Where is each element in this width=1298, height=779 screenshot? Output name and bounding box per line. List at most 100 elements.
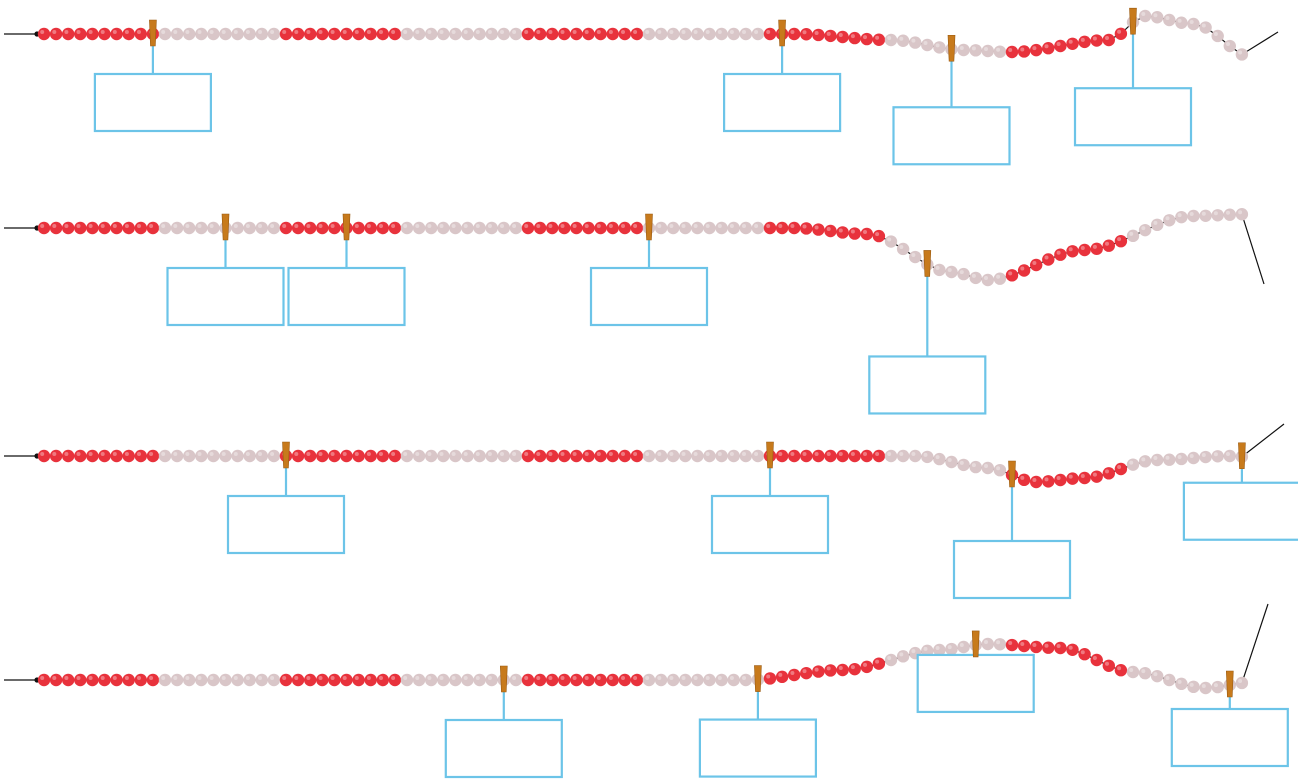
bead-highlight [1056, 42, 1061, 46]
bead-grey [485, 449, 498, 463]
bead-red [606, 673, 619, 687]
bead-grey [1163, 453, 1176, 466]
answer-box[interactable] [166, 266, 285, 327]
answer-box[interactable] [1073, 87, 1193, 147]
bead-grey [400, 673, 414, 687]
bead-highlight [863, 662, 867, 667]
bead-grey [170, 27, 184, 41]
bead-highlight [1153, 456, 1158, 460]
bead-highlight [887, 36, 892, 40]
answer-box[interactable] [1170, 707, 1289, 768]
bead-red [340, 673, 353, 687]
bead-highlight [185, 452, 190, 456]
bead-highlight [1238, 50, 1243, 55]
answer-box[interactable] [226, 494, 346, 555]
bead-red [352, 449, 365, 463]
bead-highlight [1092, 472, 1097, 477]
answer-box[interactable] [1182, 481, 1298, 541]
bead-red [1066, 245, 1079, 258]
bead-highlight [500, 30, 504, 34]
bead-highlight [1201, 23, 1206, 28]
answer-box[interactable] [589, 266, 709, 327]
answer-box[interactable] [868, 355, 987, 415]
bead-grey [1199, 21, 1212, 34]
bead-highlight [161, 224, 166, 228]
bead-highlight [487, 676, 492, 680]
answer-box[interactable] [892, 106, 1011, 166]
bead-grey [981, 461, 994, 475]
bead-grey [243, 27, 256, 41]
answer-box[interactable] [710, 494, 830, 555]
bead-grey [1199, 450, 1212, 464]
bead-red [74, 449, 87, 463]
bead-red [836, 449, 849, 463]
bead-highlight [1092, 244, 1097, 249]
bead-red [37, 449, 51, 463]
bead-red [122, 221, 135, 235]
bead-red [570, 673, 583, 687]
bead-red [376, 27, 389, 41]
bead-highlight [1226, 210, 1230, 215]
bead-red [558, 27, 571, 41]
bead-highlight [149, 676, 154, 680]
bead-grey [1163, 673, 1176, 687]
bead-highlight [161, 452, 166, 456]
bead-red [388, 221, 402, 235]
bead-red [618, 449, 631, 463]
bead-highlight [197, 676, 202, 680]
bead-red [1030, 43, 1043, 57]
bead-highlight [814, 225, 819, 230]
bead-highlight [1177, 18, 1182, 23]
bead-grey [921, 450, 934, 464]
bead-grey [703, 449, 716, 463]
bead-highlight [209, 30, 214, 34]
bead-red [630, 27, 644, 41]
bead-highlight [391, 676, 396, 680]
answer-box[interactable] [287, 266, 406, 327]
bead-highlight [463, 224, 468, 228]
bead-highlight [1080, 246, 1085, 250]
bead-highlight [608, 676, 613, 680]
answer-box[interactable] [916, 653, 1035, 714]
bead-red [570, 27, 583, 41]
bead-highlight [245, 452, 250, 456]
bead-red [836, 226, 849, 239]
bead-grey [231, 673, 244, 687]
bead-red [291, 673, 305, 687]
answer-box[interactable] [698, 718, 818, 778]
bead-highlight [173, 30, 178, 34]
bead-red [340, 449, 353, 463]
bead-highlight [330, 224, 335, 228]
bead-highlight [790, 452, 795, 456]
bead-highlight [717, 452, 722, 456]
bead-highlight [245, 30, 250, 34]
clothes-peg-marker [149, 19, 157, 47]
clothes-peg-marker [282, 441, 290, 469]
bead-red [328, 27, 341, 41]
bead-red [74, 673, 87, 687]
bead-highlight [729, 30, 734, 34]
bead-grey [473, 27, 486, 41]
bead-highlight [947, 645, 952, 650]
bead-red [788, 221, 801, 235]
bead-grey [1211, 680, 1224, 694]
answer-box[interactable] [722, 72, 842, 133]
bead-highlight [451, 30, 456, 34]
bead-highlight [439, 452, 444, 456]
bead-highlight [1238, 210, 1243, 215]
bead-highlight [1020, 47, 1025, 52]
bead-highlight [427, 452, 432, 456]
bead-highlight [137, 452, 141, 456]
bead-highlight [899, 652, 904, 657]
bead-highlight [173, 452, 178, 456]
bead-red [1005, 638, 1019, 652]
bead-grey [896, 242, 910, 256]
bead-highlight [415, 676, 420, 680]
bead-highlight [887, 452, 892, 456]
answer-box[interactable] [93, 72, 213, 133]
bead-grey [485, 221, 498, 235]
answer-box[interactable] [952, 539, 1072, 600]
bead-red [848, 227, 861, 240]
answer-box[interactable] [444, 718, 563, 779]
bead-red [546, 27, 559, 41]
